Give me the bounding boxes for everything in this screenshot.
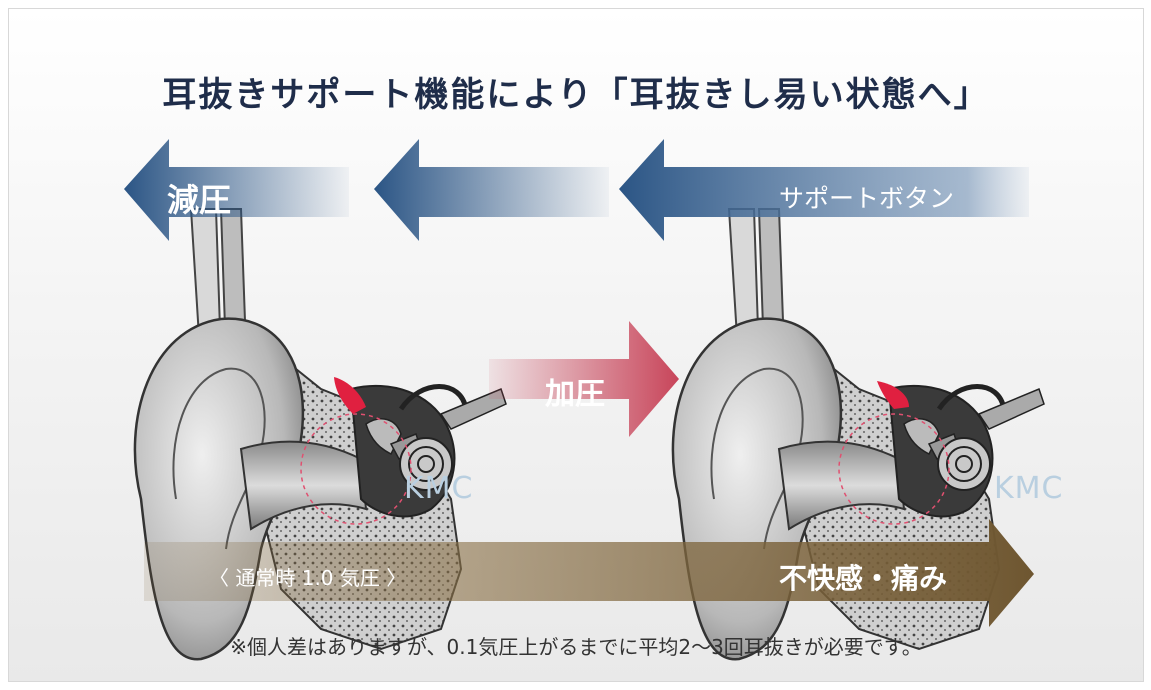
diagram-frame: 耳抜きサポート機能により「耳抜きし易い状態へ」: [8, 8, 1144, 682]
diagram-title: 耳抜きサポート機能により「耳抜きし易い状態へ」: [162, 75, 990, 115]
compression-label: 加圧: [545, 377, 605, 412]
discomfort-label: 不快感・痛み: [779, 562, 948, 595]
left-ear-illustration: [135, 209, 506, 659]
watermark-right: KMC: [994, 471, 1064, 506]
decompression-arrow: [124, 139, 349, 241]
middle-blue-arrow: [374, 139, 609, 241]
compression-arrow: [489, 321, 679, 437]
eardrum-right: [877, 381, 909, 409]
ear-pressure-diagram: [124, 139, 1143, 681]
right-ear-illustration: [673, 209, 1044, 659]
footnote: ※個人差はありますが、0.1気圧上がるまでに平均2〜3回耳抜きが必要です。: [230, 635, 922, 659]
eardrum-left: [334, 377, 366, 414]
decompression-label: 減圧: [167, 181, 232, 219]
normal-pressure-label: 〈 通常時 1.0 気圧 〉: [209, 566, 407, 590]
support-button-arrow: [619, 139, 1029, 241]
pressure-scale-arrow: [144, 519, 1034, 627]
support-button-label: サポートボタン: [779, 184, 955, 213]
watermark-left: KMC: [404, 471, 474, 506]
